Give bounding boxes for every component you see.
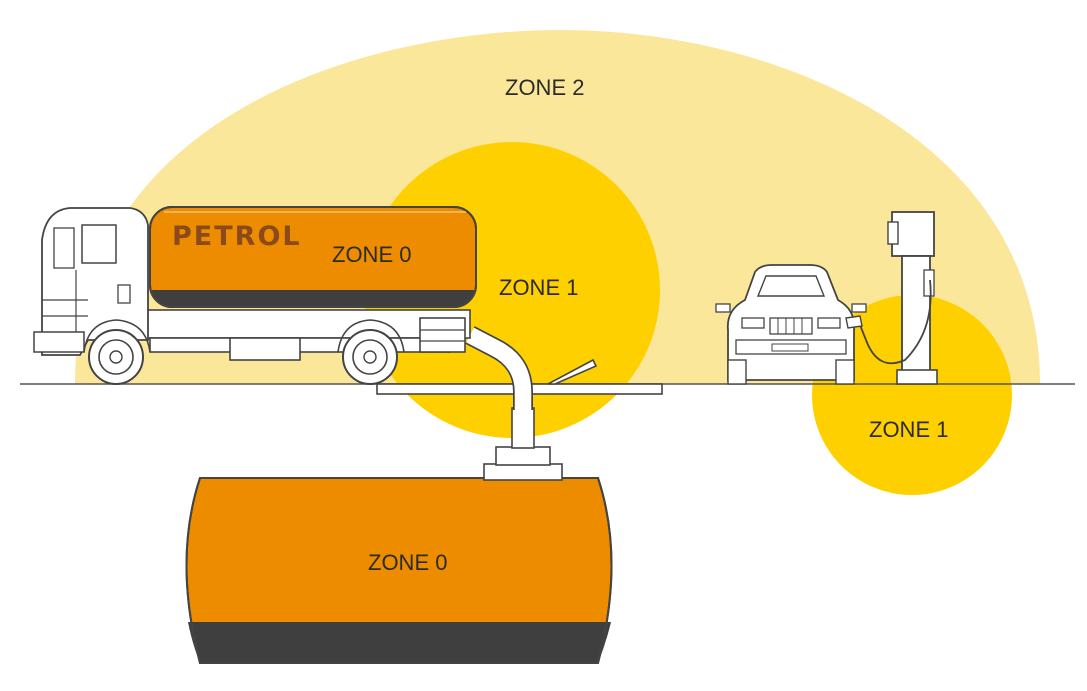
petrol-logo: PETROL bbox=[172, 221, 302, 252]
tank-riser bbox=[483, 407, 563, 481]
zone2-label: ZONE 2 bbox=[505, 75, 584, 100]
zone1-dispenser-area bbox=[812, 295, 1012, 495]
car bbox=[715, 264, 867, 385]
tanker-truck bbox=[33, 206, 477, 385]
manhole-lid bbox=[547, 358, 598, 385]
zone0-truck-label: ZONE 0 bbox=[332, 242, 411, 267]
zone1-pump-label: ZONE 1 bbox=[869, 417, 948, 442]
zone0-tank-label: ZONE 0 bbox=[368, 550, 447, 575]
fuel-dispenser bbox=[845, 211, 938, 385]
underground-tank bbox=[185, 477, 613, 664]
zone1-truck-label: ZONE 1 bbox=[499, 275, 578, 300]
